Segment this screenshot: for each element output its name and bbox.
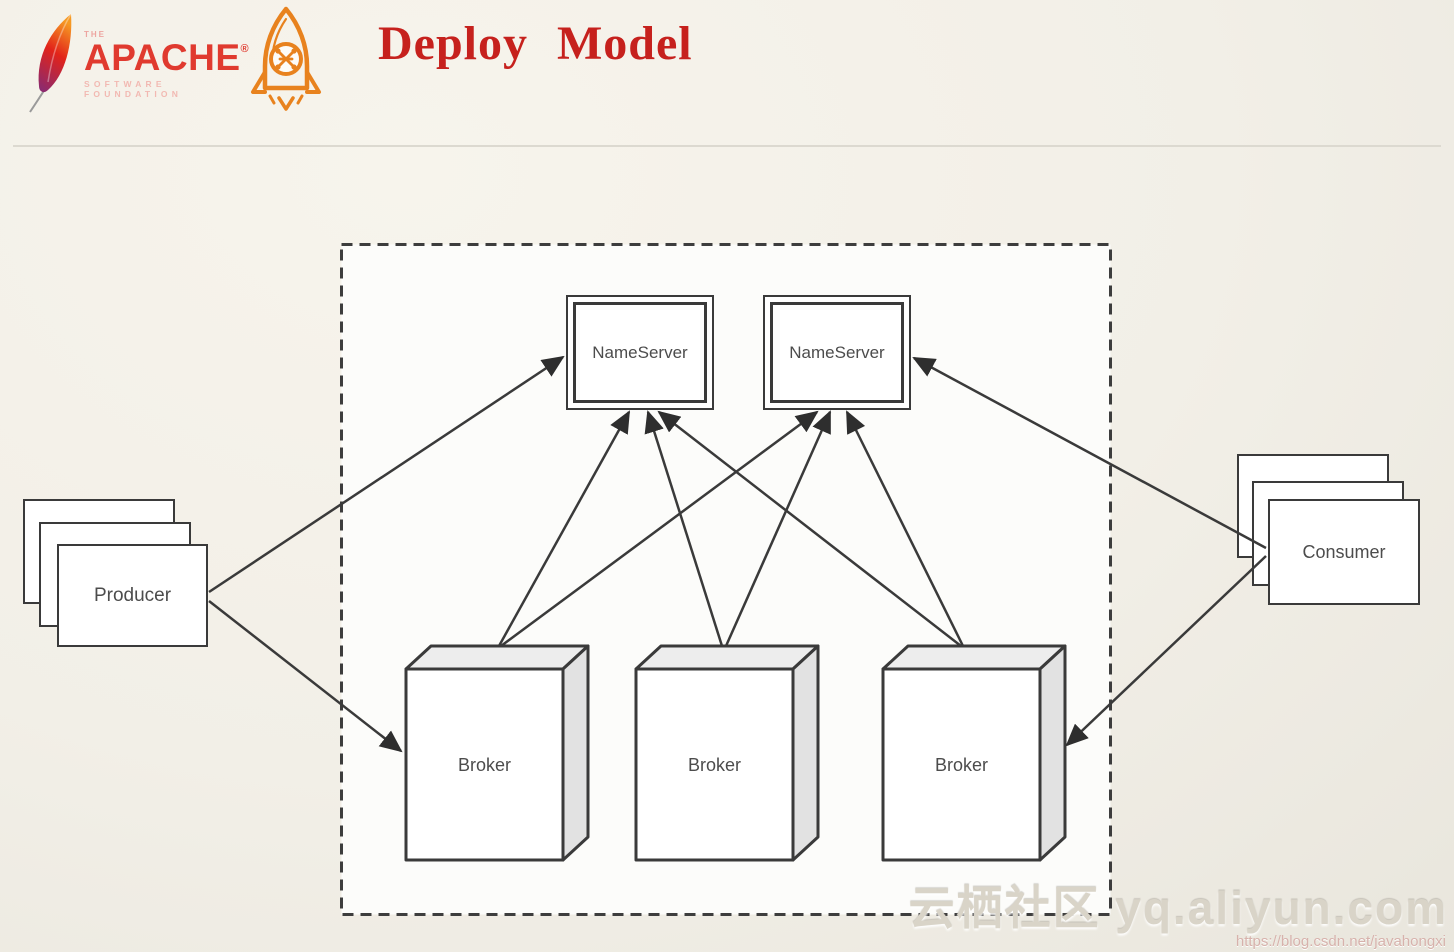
apache-the-label: THE — [84, 30, 106, 39]
nameserver-1-label: NameServer — [592, 342, 688, 362]
page-title: Deploy Model — [378, 17, 693, 70]
consumer-box: Consumer — [1237, 454, 1421, 606]
consumer-stack-sheet-front: Consumer — [1268, 499, 1420, 605]
broker-3-label: Broker — [934, 754, 988, 775]
broker-2-box: Broker — [634, 644, 820, 862]
nameserver-1-inner: NameServer — [573, 302, 707, 403]
broker-2-shape — [634, 644, 820, 862]
watermark-url: https://blog.csdn.net/javahongxi — [1235, 933, 1446, 950]
broker-3-shape — [881, 644, 1067, 862]
header-divider — [13, 145, 1441, 147]
broker-3-box: Broker — [881, 644, 1067, 862]
watermark-text: 云栖社区 yq.aliyun.com — [908, 881, 1448, 934]
apache-logo: THE APACHE® SOFTWARE FOUNDATION — [26, 10, 249, 115]
producer-label: Producer — [93, 584, 172, 606]
nameserver-2-inner: NameServer — [770, 302, 904, 403]
apache-feather-icon — [29, 13, 72, 113]
nameserver-1-box: NameServer — [566, 295, 714, 410]
consumer-label: Consumer — [1302, 541, 1386, 562]
broker-1-box: Broker — [404, 644, 590, 862]
rocketmq-logo-icon — [251, 6, 321, 111]
registered-mark: ® — [240, 43, 250, 55]
nameserver-2-label: NameServer — [789, 342, 885, 362]
watermark: 云栖社区 yq.aliyun.com https://blog.csdn.net… — [908, 881, 1448, 950]
producer-box: Producer — [23, 499, 209, 649]
apache-subtitle-label: SOFTWARE FOUNDATION — [84, 79, 183, 99]
header: THE APACHE® SOFTWARE FOUNDATION — [0, 0, 1454, 145]
apache-name-label: APACHE® — [84, 37, 250, 78]
nameserver-2-box: NameServer — [763, 295, 911, 410]
broker-1-label: Broker — [457, 754, 511, 775]
apache-wordmark: THE APACHE® SOFTWARE FOUNDATION — [84, 30, 249, 99]
producer-stack-sheet-front: Producer — [57, 544, 208, 647]
broker-2-label: Broker — [687, 754, 741, 775]
broker-1-shape — [404, 644, 590, 862]
